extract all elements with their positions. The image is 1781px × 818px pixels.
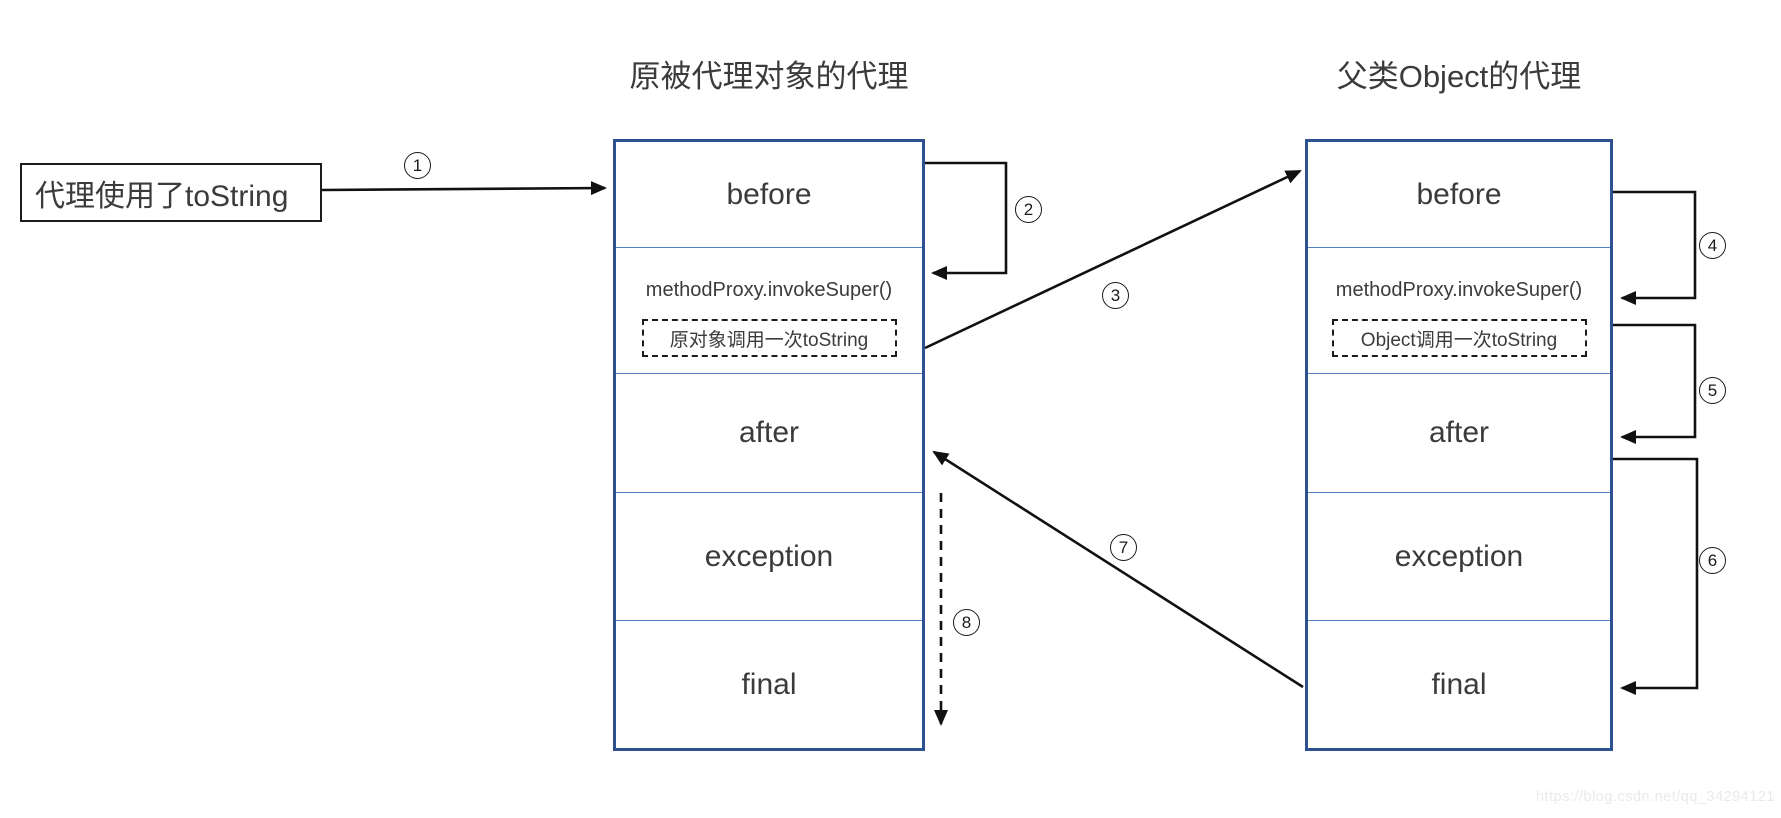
step-badge-3: 3	[1102, 282, 1129, 309]
step-badge-6: 6	[1699, 547, 1726, 574]
step-badge-2: 2	[1015, 196, 1042, 223]
right-proxy-title: 父类Object的代理	[1336, 59, 1582, 94]
start-box-label: 代理使用了toString	[35, 179, 289, 213]
right-method-note-box: Object调用一次toString	[1331, 319, 1587, 358]
arrow-step-5	[1613, 323, 1697, 444]
arrow-step-1	[321, 181, 607, 196]
left-exception-label: exception	[704, 539, 834, 573]
right-final-label: final	[1431, 667, 1487, 701]
right-method-call-label: methodProxy.invokeSuper()	[1335, 279, 1583, 302]
right-after-label: after	[1428, 416, 1490, 450]
step-badge-5: 5	[1699, 377, 1726, 404]
right-section-exception: exception	[1308, 493, 1610, 622]
left-section-final: final	[616, 621, 922, 748]
right-section-final: final	[1308, 621, 1610, 748]
left-method-note-box: 原对象调用一次toString	[641, 319, 897, 358]
left-final-label: final	[741, 667, 797, 701]
arrow-step-7	[932, 450, 1304, 689]
right-section-before: before	[1308, 142, 1610, 249]
arrow-step-6	[1613, 457, 1699, 695]
step-badge-1: 1	[404, 152, 431, 179]
start-box: 代理使用了toString	[20, 163, 322, 222]
right-section-method: methodProxy.invokeSuper() Object调用一次toSt…	[1308, 248, 1610, 375]
left-section-method: methodProxy.invokeSuper() 原对象调用一次toStrin…	[616, 248, 922, 375]
left-before-label: before	[726, 177, 812, 211]
watermark-url: https://blog.csdn.net/qq_34294121	[1535, 789, 1775, 805]
right-section-after: after	[1308, 374, 1610, 494]
step-badge-8: 8	[953, 609, 980, 636]
left-section-before: before	[616, 142, 922, 249]
left-section-exception: exception	[616, 493, 922, 622]
right-method-note-label: Object调用一次toString	[1360, 329, 1558, 351]
step-badge-4: 4	[1699, 232, 1726, 259]
right-proxy-box: before methodProxy.invokeSuper() Object调…	[1305, 139, 1613, 751]
right-exception-label: exception	[1394, 539, 1524, 573]
arrow-step-2	[925, 161, 1008, 280]
left-after-label: after	[738, 416, 800, 450]
arrow-step-4	[1613, 190, 1697, 305]
arrow-step-3	[924, 169, 1302, 350]
step-badge-7: 7	[1110, 534, 1137, 561]
right-before-label: before	[1416, 177, 1502, 211]
left-method-note-label: 原对象调用一次toString	[669, 329, 869, 351]
left-method-call-label: methodProxy.invokeSuper()	[645, 279, 893, 302]
left-proxy-title: 原被代理对象的代理	[629, 59, 909, 94]
left-section-after: after	[616, 374, 922, 494]
left-proxy-box: before methodProxy.invokeSuper() 原对象调用一次…	[613, 139, 925, 751]
